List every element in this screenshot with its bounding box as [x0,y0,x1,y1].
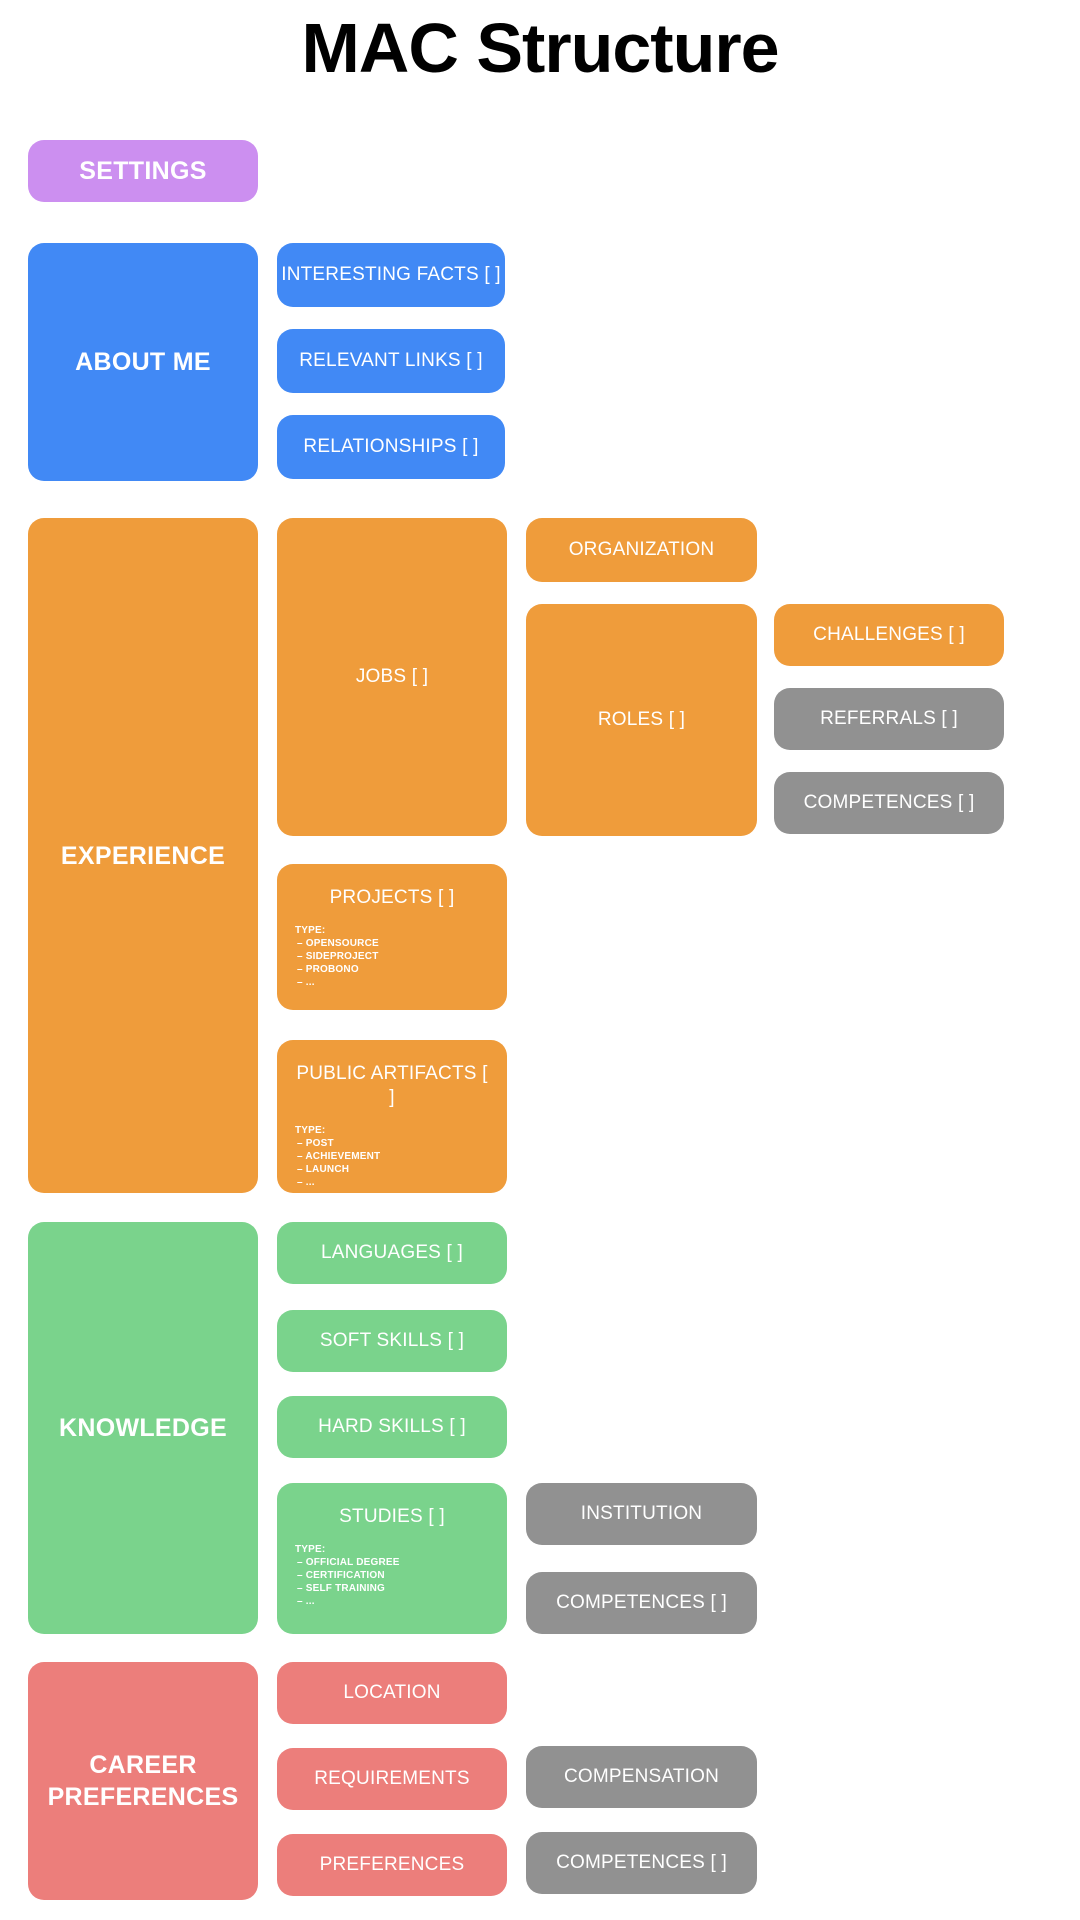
studies-type-item: – OFFICIAL DEGREE [297,1557,400,1568]
experience-child-challenges[interactable]: CHALLENGES [ ] [774,604,1004,666]
experience-child-jobs[interactable]: JOBS [ ] [277,518,507,836]
studies-type-label: TYPE: [295,1544,326,1555]
projects-type-item: – ... [297,977,315,988]
experience-child-public-artifacts[interactable]: PUBLIC ARTIFACTS [ ] TYPE: – POST – ACHI… [277,1040,507,1193]
projects-type-list: TYPE: – OPENSOURCE – SIDEPROJECT – PROBO… [295,924,489,989]
knowledge-child-institution[interactable]: INSTITUTION [526,1483,757,1545]
about-me-child-interesting-facts[interactable]: INTERESTING FACTS [ ] [277,243,505,307]
experience-block[interactable]: EXPERIENCE [28,518,258,1193]
career-competences-label: COMPETENCES [ ] [556,1852,727,1873]
projects-type-label: TYPE: [295,925,326,936]
public-artifacts-type-list: TYPE: – POST – ACHIEVEMENT – LAUNCH – ..… [295,1124,489,1189]
languages-label: LANGUAGES [ ] [321,1242,463,1263]
knowledge-label: KNOWLEDGE [59,1414,227,1442]
about-me-block[interactable]: ABOUT ME [28,243,258,481]
page-title: MAC Structure [301,9,779,87]
preferences-label: PREFERENCES [319,1854,465,1875]
organization-label: ORGANIZATION [568,539,715,560]
knowledge-child-languages[interactable]: LANGUAGES [ ] [277,1222,507,1284]
requirements-label: REQUIREMENTS [314,1768,470,1789]
institution-label: INSTITUTION [580,1503,703,1524]
projects-type-item: – PROBONO [297,964,359,975]
interesting-facts-label: INTERESTING FACTS [ ] [281,264,501,285]
settings-block[interactable]: SETTINGS [28,140,258,202]
location-label: LOCATION [343,1682,441,1703]
knowledge-child-soft-skills[interactable]: SOFT SKILLS [ ] [277,1310,507,1372]
career-child-competences[interactable]: COMPETENCES [ ] [526,1832,757,1894]
projects-label: PROJECTS [ ] [329,887,455,908]
about-me-child-relationships[interactable]: RELATIONSHIPS [ ] [277,415,505,479]
relationships-label: RELATIONSHIPS [ ] [303,436,479,457]
career-preferences-label: CAREER PREFERENCES [47,1751,239,1811]
referrals-label: REFERRALS [ ] [820,708,958,729]
public-artifacts-type-item: – POST [297,1138,334,1149]
public-artifacts-type-item: – ... [297,1177,315,1188]
studies-type-item: – ... [297,1596,315,1607]
projects-type-item: – SIDEPROJECT [297,951,379,962]
public-artifacts-type-item: – ACHIEVEMENT [297,1151,381,1162]
projects-type-item: – OPENSOURCE [297,938,379,949]
jobs-label: JOBS [ ] [355,666,429,687]
hard-skills-label: HARD SKILLS [ ] [318,1416,466,1437]
studies-type-item: – CERTIFICATION [297,1570,385,1581]
knowledge-child-studies[interactable]: STUDIES [ ] TYPE: – OFFICIAL DEGREE – CE… [277,1483,507,1634]
roles-label: ROLES [ ] [597,709,686,730]
challenges-label: CHALLENGES [ ] [813,624,965,645]
experience-child-competences[interactable]: COMPETENCES [ ] [774,772,1004,834]
about-me-child-relevant-links[interactable]: RELEVANT LINKS [ ] [277,329,505,393]
knowledge-child-competences[interactable]: COMPETENCES [ ] [526,1572,757,1634]
public-artifacts-label: PUBLIC ARTIFACTS [ ] [296,1063,488,1108]
compensation-label: COMPENSATION [563,1766,720,1787]
career-child-preferences[interactable]: PREFERENCES [277,1834,507,1896]
career-preferences-block[interactable]: CAREER PREFERENCES [28,1662,258,1900]
knowledge-competences-label: COMPETENCES [ ] [556,1592,727,1613]
experience-child-referrals[interactable]: REFERRALS [ ] [774,688,1004,750]
career-child-location[interactable]: LOCATION [277,1662,507,1724]
experience-child-roles[interactable]: ROLES [ ] [526,604,757,836]
relevant-links-label: RELEVANT LINKS [ ] [299,350,483,371]
experience-child-projects[interactable]: PROJECTS [ ] TYPE: – OPENSOURCE – SIDEPR… [277,864,507,1010]
about-me-label: ABOUT ME [75,348,211,376]
settings-label: SETTINGS [79,157,207,185]
career-child-compensation[interactable]: COMPENSATION [526,1746,757,1808]
public-artifacts-type-label: TYPE: [295,1125,326,1136]
experience-label: EXPERIENCE [60,841,226,870]
knowledge-child-hard-skills[interactable]: HARD SKILLS [ ] [277,1396,507,1458]
studies-type-item: – SELF TRAINING [297,1583,386,1594]
studies-type-list: TYPE: – OFFICIAL DEGREE – CERTIFICATION … [295,1543,489,1608]
career-child-requirements[interactable]: REQUIREMENTS [277,1748,507,1810]
experience-child-organization[interactable]: ORGANIZATION [526,518,757,582]
experience-competences-label: COMPETENCES [ ] [803,792,975,813]
knowledge-block[interactable]: KNOWLEDGE [28,1222,258,1634]
studies-label: STUDIES [ ] [339,1506,445,1527]
soft-skills-label: SOFT SKILLS [ ] [319,1330,465,1351]
public-artifacts-type-item: – LAUNCH [297,1164,350,1175]
